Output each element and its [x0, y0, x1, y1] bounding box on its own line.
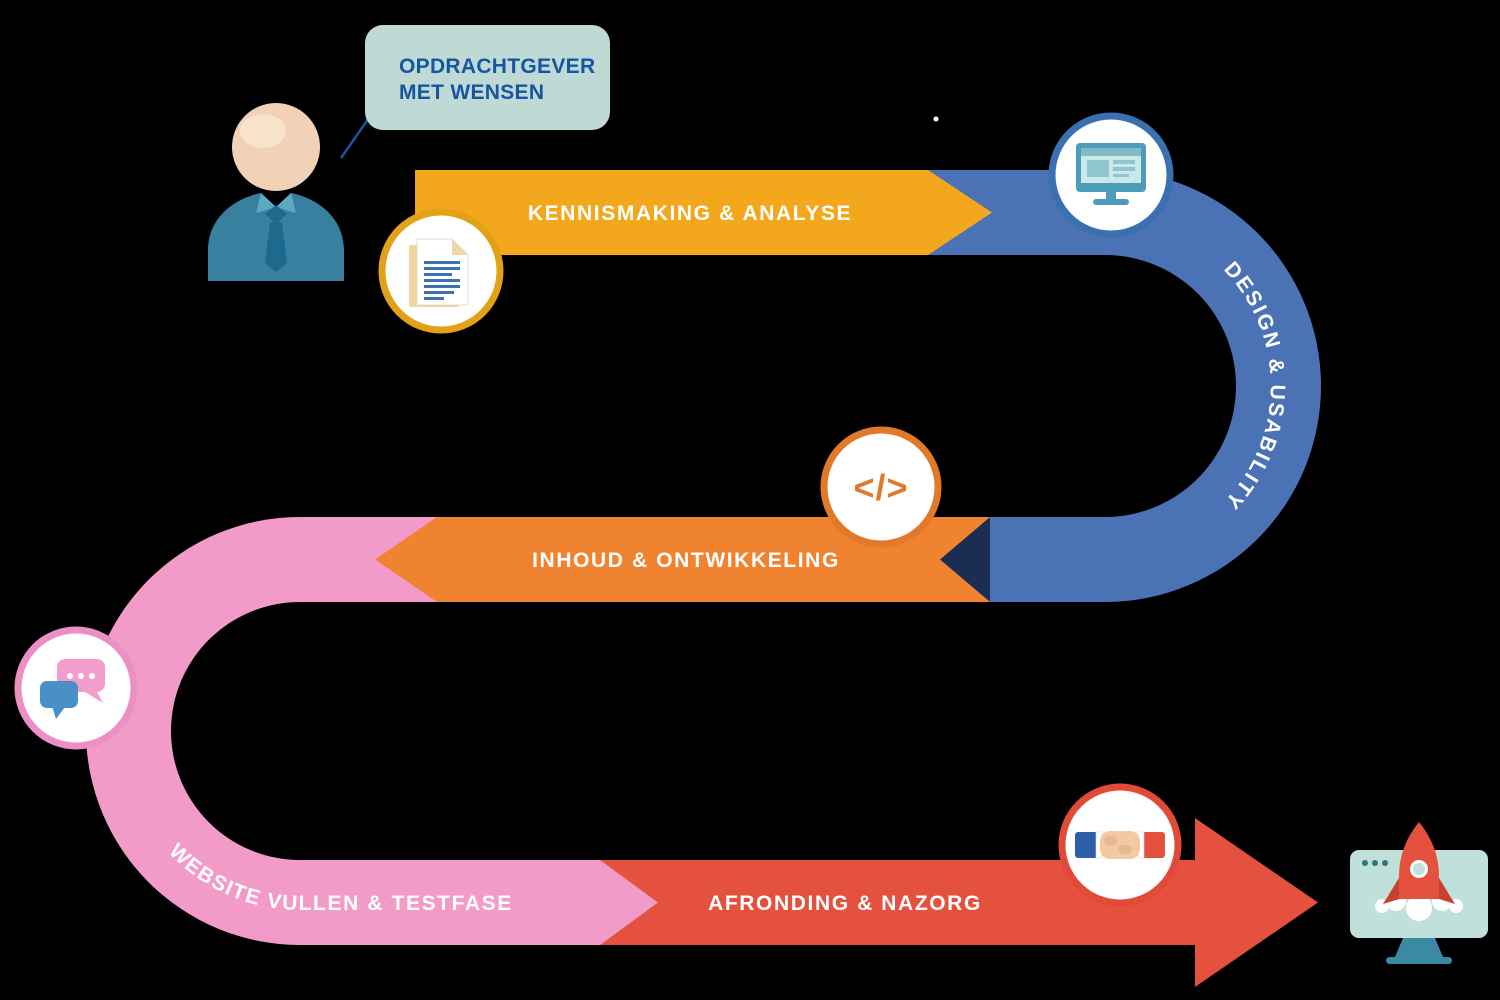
rocket-fin-left — [1383, 878, 1399, 904]
stray-dot — [933, 116, 939, 122]
junction-notch-shadow — [940, 517, 990, 602]
handshake-right-sleeve — [1142, 832, 1165, 858]
document-text-lines — [424, 261, 460, 300]
speech-bubble-line2: MET WENSEN — [399, 81, 544, 104]
chat-blue-tail — [52, 706, 65, 719]
person-head-highlight — [240, 114, 286, 148]
client-person-icon — [208, 103, 344, 281]
design-monitor-icon — [1048, 112, 1174, 238]
handshake-finger1 — [1104, 836, 1118, 845]
chat-bubbles-icon — [14, 626, 138, 750]
handshake-left-sleeve — [1075, 832, 1098, 858]
launch-screen-dot3 — [1382, 860, 1388, 866]
chat-blue-bubble — [40, 681, 78, 708]
person-tie-blade — [265, 222, 287, 272]
monitor-text-line3 — [1113, 174, 1129, 177]
person-collar-left — [256, 193, 276, 213]
band-kennismaking-arrow — [415, 170, 992, 255]
document-fold-corner — [452, 239, 468, 255]
monitor-base — [1093, 199, 1129, 205]
code-icon-ring — [820, 426, 942, 548]
document-icon — [378, 208, 504, 334]
launch-monitor-base — [1386, 957, 1452, 964]
rocket-launch-icon — [1350, 822, 1488, 964]
speech-bubble: OPDRACHTGEVER MET WENSEN — [339, 25, 610, 159]
monitor-header-bar — [1081, 148, 1141, 156]
chat-dot3 — [89, 673, 95, 679]
person-tie-knot — [265, 205, 287, 224]
handshake-hands — [1100, 831, 1140, 859]
speech-bubble-line1: OPDRACHTGEVER — [399, 55, 595, 78]
monitor-text-line2 — [1113, 167, 1135, 171]
launch-screen-dot1 — [1362, 860, 1368, 866]
band-design-usability — [926, 170, 1321, 602]
code-glyph: </> — [853, 467, 908, 508]
handshake-finger2 — [1118, 845, 1132, 854]
chat-dot1 — [67, 673, 73, 679]
monitor-text-line1 — [1113, 160, 1135, 164]
band-website-testfase — [86, 517, 660, 945]
label-inhoud-ontwikkeling: INHOUD & ONTWIKKELING — [532, 549, 840, 572]
rocket-window — [1410, 860, 1428, 878]
monitor-hero-block — [1087, 160, 1109, 177]
person-head — [232, 103, 320, 191]
speech-bubble-box — [365, 25, 610, 130]
chat-pink-tail — [85, 690, 103, 703]
band-inhoud-arrow — [375, 517, 990, 602]
label-afronding-nazorg: AFRONDING & NAZORG — [708, 892, 982, 915]
code-icon: </> — [820, 426, 942, 548]
chat-dot2 — [78, 673, 84, 679]
launch-monitor-stand — [1395, 938, 1443, 957]
monitor-neck — [1106, 192, 1116, 199]
launch-screen-dot2 — [1372, 860, 1378, 866]
label-kennismaking-analyse: KENNISMAKING & ANALYSE — [528, 202, 852, 225]
person-collar-right — [276, 193, 296, 213]
handshake-icon — [1058, 783, 1182, 907]
document-page — [416, 238, 469, 306]
rocket-fin-right — [1439, 878, 1455, 904]
